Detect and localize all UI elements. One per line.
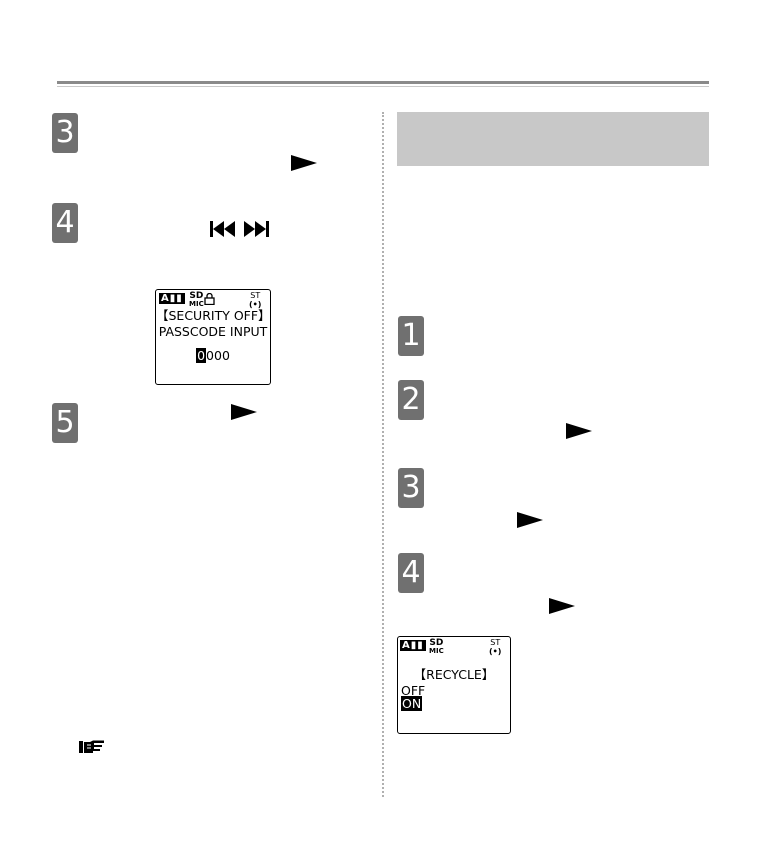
step-badge-2: 2 xyxy=(398,380,424,420)
step-badge-5: 5 xyxy=(52,403,78,443)
play-icon xyxy=(231,404,257,420)
reference-hand-icon xyxy=(79,740,104,753)
recycle-title: 【RECYCLE】 xyxy=(413,667,495,682)
battery-indicator: A▮▮ xyxy=(400,640,426,651)
skip-forward-icon xyxy=(244,221,269,237)
step-badge-3: 3 xyxy=(52,113,78,153)
play-icon xyxy=(549,598,575,614)
battery-indicator: A▮▮ xyxy=(159,293,185,304)
step-badge-4: 4 xyxy=(52,203,78,243)
play-icon xyxy=(291,155,317,171)
security-status-text: 【SECURITY OFF】 xyxy=(156,308,271,323)
play-icon xyxy=(517,512,543,528)
play-icon xyxy=(566,423,592,439)
top-rule xyxy=(57,81,709,84)
recycle-option-off: OFF xyxy=(401,683,426,698)
column-divider xyxy=(382,112,384,797)
recycle-option-on: ON xyxy=(401,696,423,711)
stereo-indicator: ST(•) xyxy=(489,638,502,656)
top-rule-thin xyxy=(57,86,709,87)
lock-icon xyxy=(204,293,215,305)
passcode-value: 0000 xyxy=(196,348,230,363)
skip-back-icon xyxy=(210,221,235,237)
step-badge-1: 1 xyxy=(398,316,424,356)
section-header-box xyxy=(397,112,709,166)
step-badge-3: 3 xyxy=(398,468,424,508)
step-badge-4: 4 xyxy=(398,553,424,593)
passcode-input-label: PASSCODE INPUT xyxy=(158,324,268,339)
stereo-indicator: ST(•) xyxy=(249,291,262,309)
